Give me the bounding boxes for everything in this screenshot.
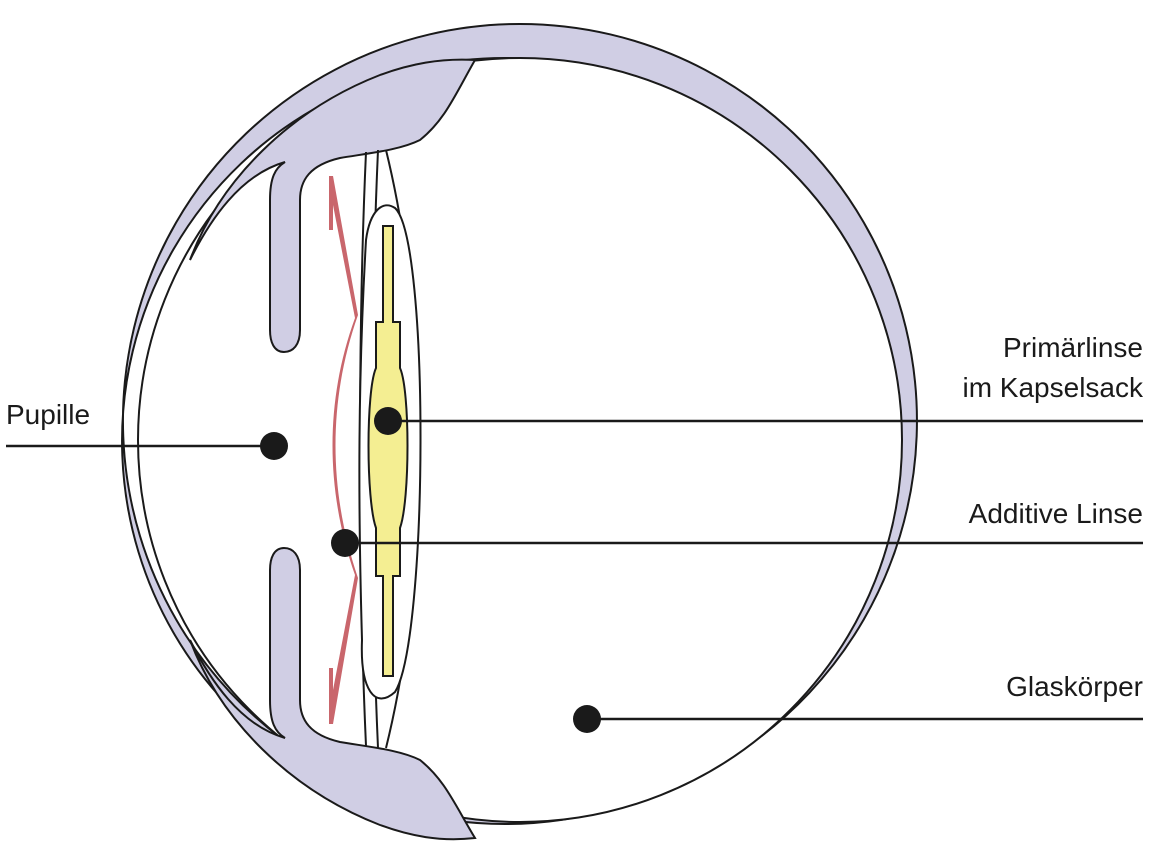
glaskoerper-marker [573, 705, 601, 733]
label-primaerlinse-line1: Primärlinse [1002, 332, 1143, 363]
primary-lens [367, 225, 409, 677]
additive-lens [329, 176, 358, 724]
primaerlinse-marker [374, 407, 402, 435]
label-primaerlinse-line2: im Kapselsack [962, 372, 1143, 403]
lower-iris [189, 546, 477, 841]
eye-interior [137, 57, 903, 823]
label-glaskoerper: Glaskörper [1006, 671, 1143, 702]
additive-linse-marker [331, 529, 359, 557]
upper-iris [189, 58, 477, 354]
label-pupille: Pupille [6, 399, 91, 430]
label-additive-linse: Additive Linse [968, 498, 1143, 529]
pupille-marker [260, 432, 288, 460]
